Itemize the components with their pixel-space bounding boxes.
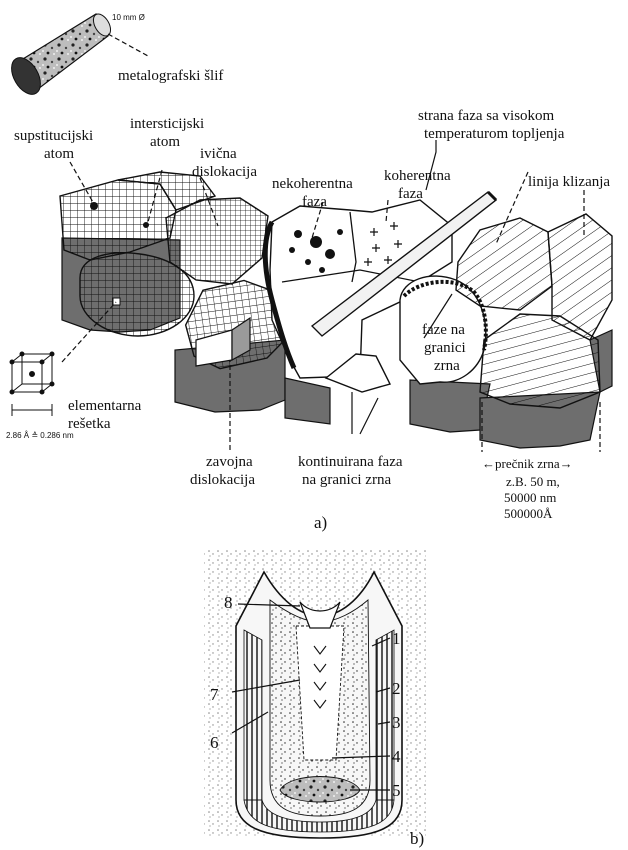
label-incoherent: nekoherentna — [272, 176, 353, 192]
label-example-2: 50000 nm — [504, 490, 556, 505]
svg-text:koherentna faza: koherentna faza — [384, 168, 454, 202]
number-4: 4 — [392, 747, 401, 766]
number-2: 2 — [392, 679, 401, 698]
unit-cell-cube — [10, 352, 54, 416]
label-edge-dislocation-line2: dislokacija — [192, 164, 257, 180]
specimen-scale-label: 10 mm Ø — [112, 13, 145, 22]
svg-text:supstitucijski atom: supstitucijski atom — [14, 128, 97, 162]
label-example-1: z.B. 50 m, — [506, 474, 560, 489]
caption-a: a) — [314, 513, 327, 532]
number-6: 6 — [210, 733, 219, 752]
label-screw-dislocation-1: zavojna — [206, 454, 253, 470]
number-1: 1 — [392, 629, 401, 648]
label-foreign-phase-1: strana faza sa visokom — [418, 108, 555, 124]
substitution-atom — [91, 203, 98, 210]
specimen-label: metalografski šlif — [118, 68, 223, 84]
grain-side-middle — [285, 378, 330, 424]
label-screw-dislocation-2: dislokacija — [190, 472, 255, 488]
label-unit-cell-1: elementarna — [68, 398, 142, 414]
microstructure-block — [60, 172, 612, 448]
specimen-cylinder — [6, 11, 114, 99]
number-7: 7 — [210, 685, 219, 704]
lattice-size-label: 2.86 Å ≙ 0.286 nm — [6, 431, 74, 440]
number-5: 5 — [392, 781, 401, 800]
label-substitution: supstitucijski — [14, 128, 93, 144]
label-edge-dislocation: ivična — [200, 146, 237, 162]
label-example-3: 500000Å — [504, 506, 553, 521]
label-grain-diameter: ←prečnik zrna→ — [482, 456, 573, 471]
label-interstitial: intersticijski — [130, 116, 204, 132]
number-8: 8 — [224, 593, 233, 612]
label-boundary-phases-2: granici — [424, 340, 466, 356]
label-coherent: koherentna — [384, 168, 451, 184]
grain-side-right-mid — [410, 380, 490, 432]
label-coherent-line2: faza — [398, 186, 423, 202]
label-continuous-phase-1: kontinuirana faza — [298, 454, 403, 470]
specimen-leader — [108, 34, 148, 56]
label-slip-line: linija klizanja — [528, 174, 610, 190]
grain-slip-line — [456, 218, 552, 310]
caption-b: b) — [410, 829, 424, 848]
svg-text:ivična dislokacija: ivična dislokacija — [192, 146, 257, 180]
label-continuous-phase-2: na granici zrna — [302, 472, 391, 488]
svg-text:intersticijski atom: intersticijski atom — [130, 116, 208, 150]
interstitial-atom — [143, 222, 149, 228]
label-interstitial-line2: atom — [150, 134, 180, 150]
label-unit-cell-2: rešetka — [68, 416, 111, 432]
label-incoherent-line2: faza — [302, 194, 327, 210]
label-boundary-phases-3: zrna — [434, 358, 460, 374]
label-boundary-phases-1: faze na — [422, 322, 465, 338]
svg-text:nekoherentna faza: nekoherentna faza — [272, 176, 357, 210]
unit-cell-marker — [113, 298, 120, 305]
label-foreign-phase-2: temperaturom topljenja — [424, 126, 565, 142]
label-substitution-line2: atom — [44, 146, 74, 162]
number-3: 3 — [392, 713, 401, 732]
